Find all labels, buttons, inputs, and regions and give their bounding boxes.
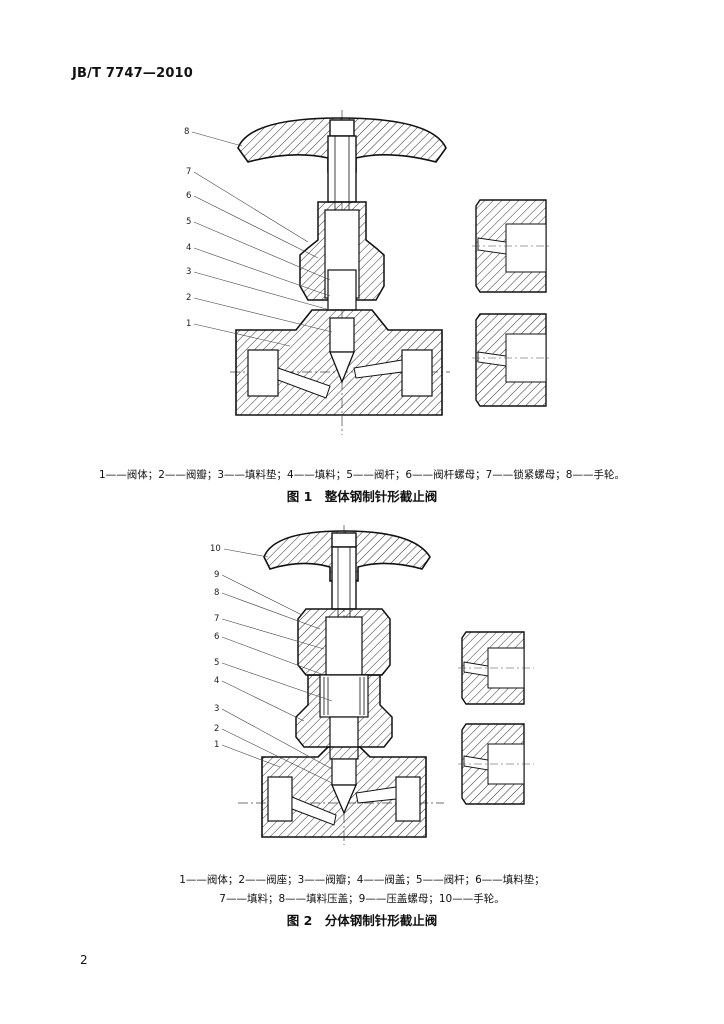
callout-1: 1: [186, 319, 191, 329]
figure-1-callouts: 8 7 6 5 4 3 2 1: [184, 127, 333, 347]
figure-2-drawing: 10 9 8 7 6 5 4 3 2 1: [208, 525, 448, 855]
figure-1-detail-views: [472, 196, 552, 412]
callout-5: 5: [214, 658, 219, 668]
callout-1: 1: [214, 740, 219, 750]
callout-3: 3: [186, 267, 191, 277]
figure-2-legend-line-1: 1——阀体；2——阀座；3——阀瓣；4——阀盖；5——阀杆；6——填料垫；: [179, 874, 545, 886]
figure-1-caption: 图 1 整体钢制针形截止阀: [286, 489, 438, 504]
callout-4: 4: [214, 676, 219, 686]
callout-8: 8: [214, 588, 219, 598]
figure-2-callouts: 10 9 8 7 6 5 4 3 2 1: [210, 544, 333, 784]
figure-2-legend-line-2: 7——填料；8——填料压盖；9——压盖螺母；10——手轮。: [219, 893, 505, 905]
standard-header: JB/T 7747—2010: [72, 66, 194, 81]
callout-9: 9: [214, 570, 219, 580]
figure-1-legend: 1——阀体；2——阀瓣；3——填料垫；4——填料；5——阀杆；6——阀杆螺母；7…: [99, 469, 625, 481]
callout-7: 7: [214, 614, 219, 624]
figure-2-caption: 图 2 分体钢制针形截止阀: [286, 913, 438, 928]
callout-2: 2: [214, 724, 219, 734]
page-number: 2: [80, 953, 88, 967]
callout-3: 3: [214, 704, 219, 714]
figure-1-drawing: 8 7 6 5 4 3 2 1: [180, 110, 560, 440]
callout-4: 4: [186, 243, 191, 253]
callout-2: 2: [186, 293, 191, 303]
callout-8: 8: [184, 127, 189, 137]
callout-10: 10: [210, 544, 221, 554]
callout-6: 6: [214, 632, 219, 642]
callout-5: 5: [186, 217, 191, 227]
callout-7: 7: [186, 167, 191, 177]
figure-2-detail-views: [458, 628, 538, 814]
callout-6: 6: [186, 191, 191, 201]
